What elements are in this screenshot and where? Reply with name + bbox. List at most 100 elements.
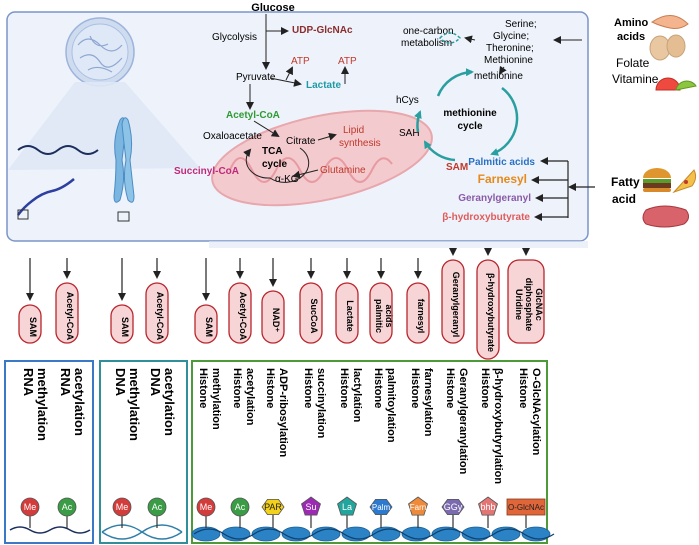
mark-label: Ac (152, 502, 163, 512)
serine-arrow (464, 35, 476, 44)
mark-label: Me (116, 502, 129, 512)
modification-label: lactylation (351, 368, 363, 423)
nucleosome-icon (371, 526, 401, 542)
mark-badge (478, 496, 498, 516)
fatty-acid-title: Fatty (611, 175, 640, 189)
steak-icon (642, 205, 690, 228)
hcys-label: hCys (396, 95, 419, 106)
acetyl-coa-label: Acetyl-CoA (226, 110, 280, 121)
mark-badge (57, 497, 77, 517)
amino-acids-title: Amino (614, 17, 649, 29)
mark-label: Farn (410, 503, 426, 512)
folate-label: Folate (616, 56, 650, 70)
modification-label: β-hydroxybutyrylation (492, 368, 504, 484)
fatty-acid-title: acid (612, 192, 636, 206)
atp-arrow (285, 66, 293, 81)
modification-label: Histone (409, 368, 421, 408)
modification-label: Histone (338, 368, 350, 408)
mark-label: O-GlcNAc (508, 503, 544, 512)
mark-badge (337, 496, 357, 516)
methionine-cycle-label: methionine (443, 108, 497, 119)
mark-label: PAR (264, 502, 282, 512)
modification-label: Histone (231, 368, 243, 408)
metabolite-label: diphosphate (524, 278, 534, 332)
pizza-icon (672, 169, 697, 194)
methionine-cycle-arrow (414, 110, 422, 133)
citrus-icon (655, 77, 697, 91)
mark-badge (20, 497, 40, 517)
modification-label: Histone (444, 368, 456, 408)
metabolite-label: farnesyl (416, 299, 426, 334)
dna-helix-icon (101, 524, 183, 540)
mark-badge (408, 496, 428, 516)
methionine-cycle-arrow (423, 140, 456, 162)
mark-badge (506, 498, 546, 516)
lipid-arrow (317, 132, 337, 141)
citrate-arrow (253, 120, 280, 138)
nucleosome-icon (341, 526, 371, 542)
metabolite-pill (55, 282, 79, 344)
nucleosome-icon (461, 526, 491, 542)
mark-badge (261, 498, 285, 515)
methionine-label: methionine (474, 71, 523, 82)
rna-strand-icon (9, 526, 91, 534)
metabolite-label: SucCoA (309, 298, 319, 334)
mark-badge (230, 497, 250, 517)
dna-strand-icon (193, 528, 555, 540)
one-carbon-metabolism-label: metabolism (401, 38, 452, 49)
modification-label: RNA (58, 368, 73, 397)
mark-badge (369, 498, 393, 515)
lipid-synthesis-label: synthesis (339, 138, 381, 149)
methionine-input-arrow (498, 65, 507, 75)
modification-label: DNA (113, 368, 128, 397)
metabolite-pill (299, 282, 323, 344)
eggs-icon (649, 34, 686, 61)
metabolite-pill (110, 304, 134, 344)
succinyl-coa-label: Succinyl-CoA (174, 166, 239, 177)
methionine-cycle-arrow (490, 87, 519, 156)
modification-label: Histone (517, 368, 529, 408)
oxaloacetate-label: Oxaloacetate (203, 131, 262, 142)
metabolite-pill (406, 282, 430, 344)
modification-label: Histone (197, 368, 209, 408)
sam-label: SAM (446, 162, 468, 173)
metabolite-label: palmitic (374, 299, 384, 333)
mark-label: bhb (480, 502, 495, 512)
tca-cycle-arrow (243, 147, 310, 183)
metabolite-label: Uridine (514, 289, 524, 320)
geranylgeranyl-label: Geranylgeranyl (458, 193, 531, 204)
histone-modification-box (191, 360, 548, 544)
modification-label: methylation (210, 368, 222, 430)
nucleosome-icon (251, 526, 281, 542)
modification-label: O-GlcNAcylation (530, 368, 542, 456)
modification-label: methylation (127, 368, 142, 441)
glycine-label: Glycine; (493, 31, 529, 42)
nucleosome-icon (311, 526, 341, 542)
palmitic-acids-label: Palmitic acids (468, 157, 535, 168)
zoom-band (209, 241, 588, 248)
vitamine-label: Vitamine (612, 72, 659, 86)
nucleosome-strip (191, 526, 555, 542)
metabolite-pill (145, 282, 169, 344)
modification-label: acetylation (72, 368, 87, 436)
nucleosome-icon (401, 526, 431, 542)
metabolite-label: SAM (28, 317, 38, 337)
modification-label: Histone (372, 368, 384, 408)
modification-label: Histone (264, 368, 276, 408)
modification-label: Geranylgeranylation (457, 368, 469, 475)
theronine-label: Theronine; (486, 43, 534, 54)
methionine-source-label: Methionine (484, 55, 533, 66)
metabolite-label: SAM (204, 317, 214, 337)
mark-label: Me (200, 502, 213, 512)
metabolite-pill (369, 282, 393, 344)
amino-acids-title: acids (617, 31, 645, 43)
mark-badge (196, 497, 216, 517)
metabolite-pill (476, 259, 500, 360)
mark-label: La (342, 502, 352, 512)
rna-strand-icon (17, 178, 75, 216)
tca-cycle-label: cycle (262, 159, 287, 170)
farnesyl-label: Farnesyl (478, 172, 527, 186)
nucleosome-icon (431, 526, 461, 542)
